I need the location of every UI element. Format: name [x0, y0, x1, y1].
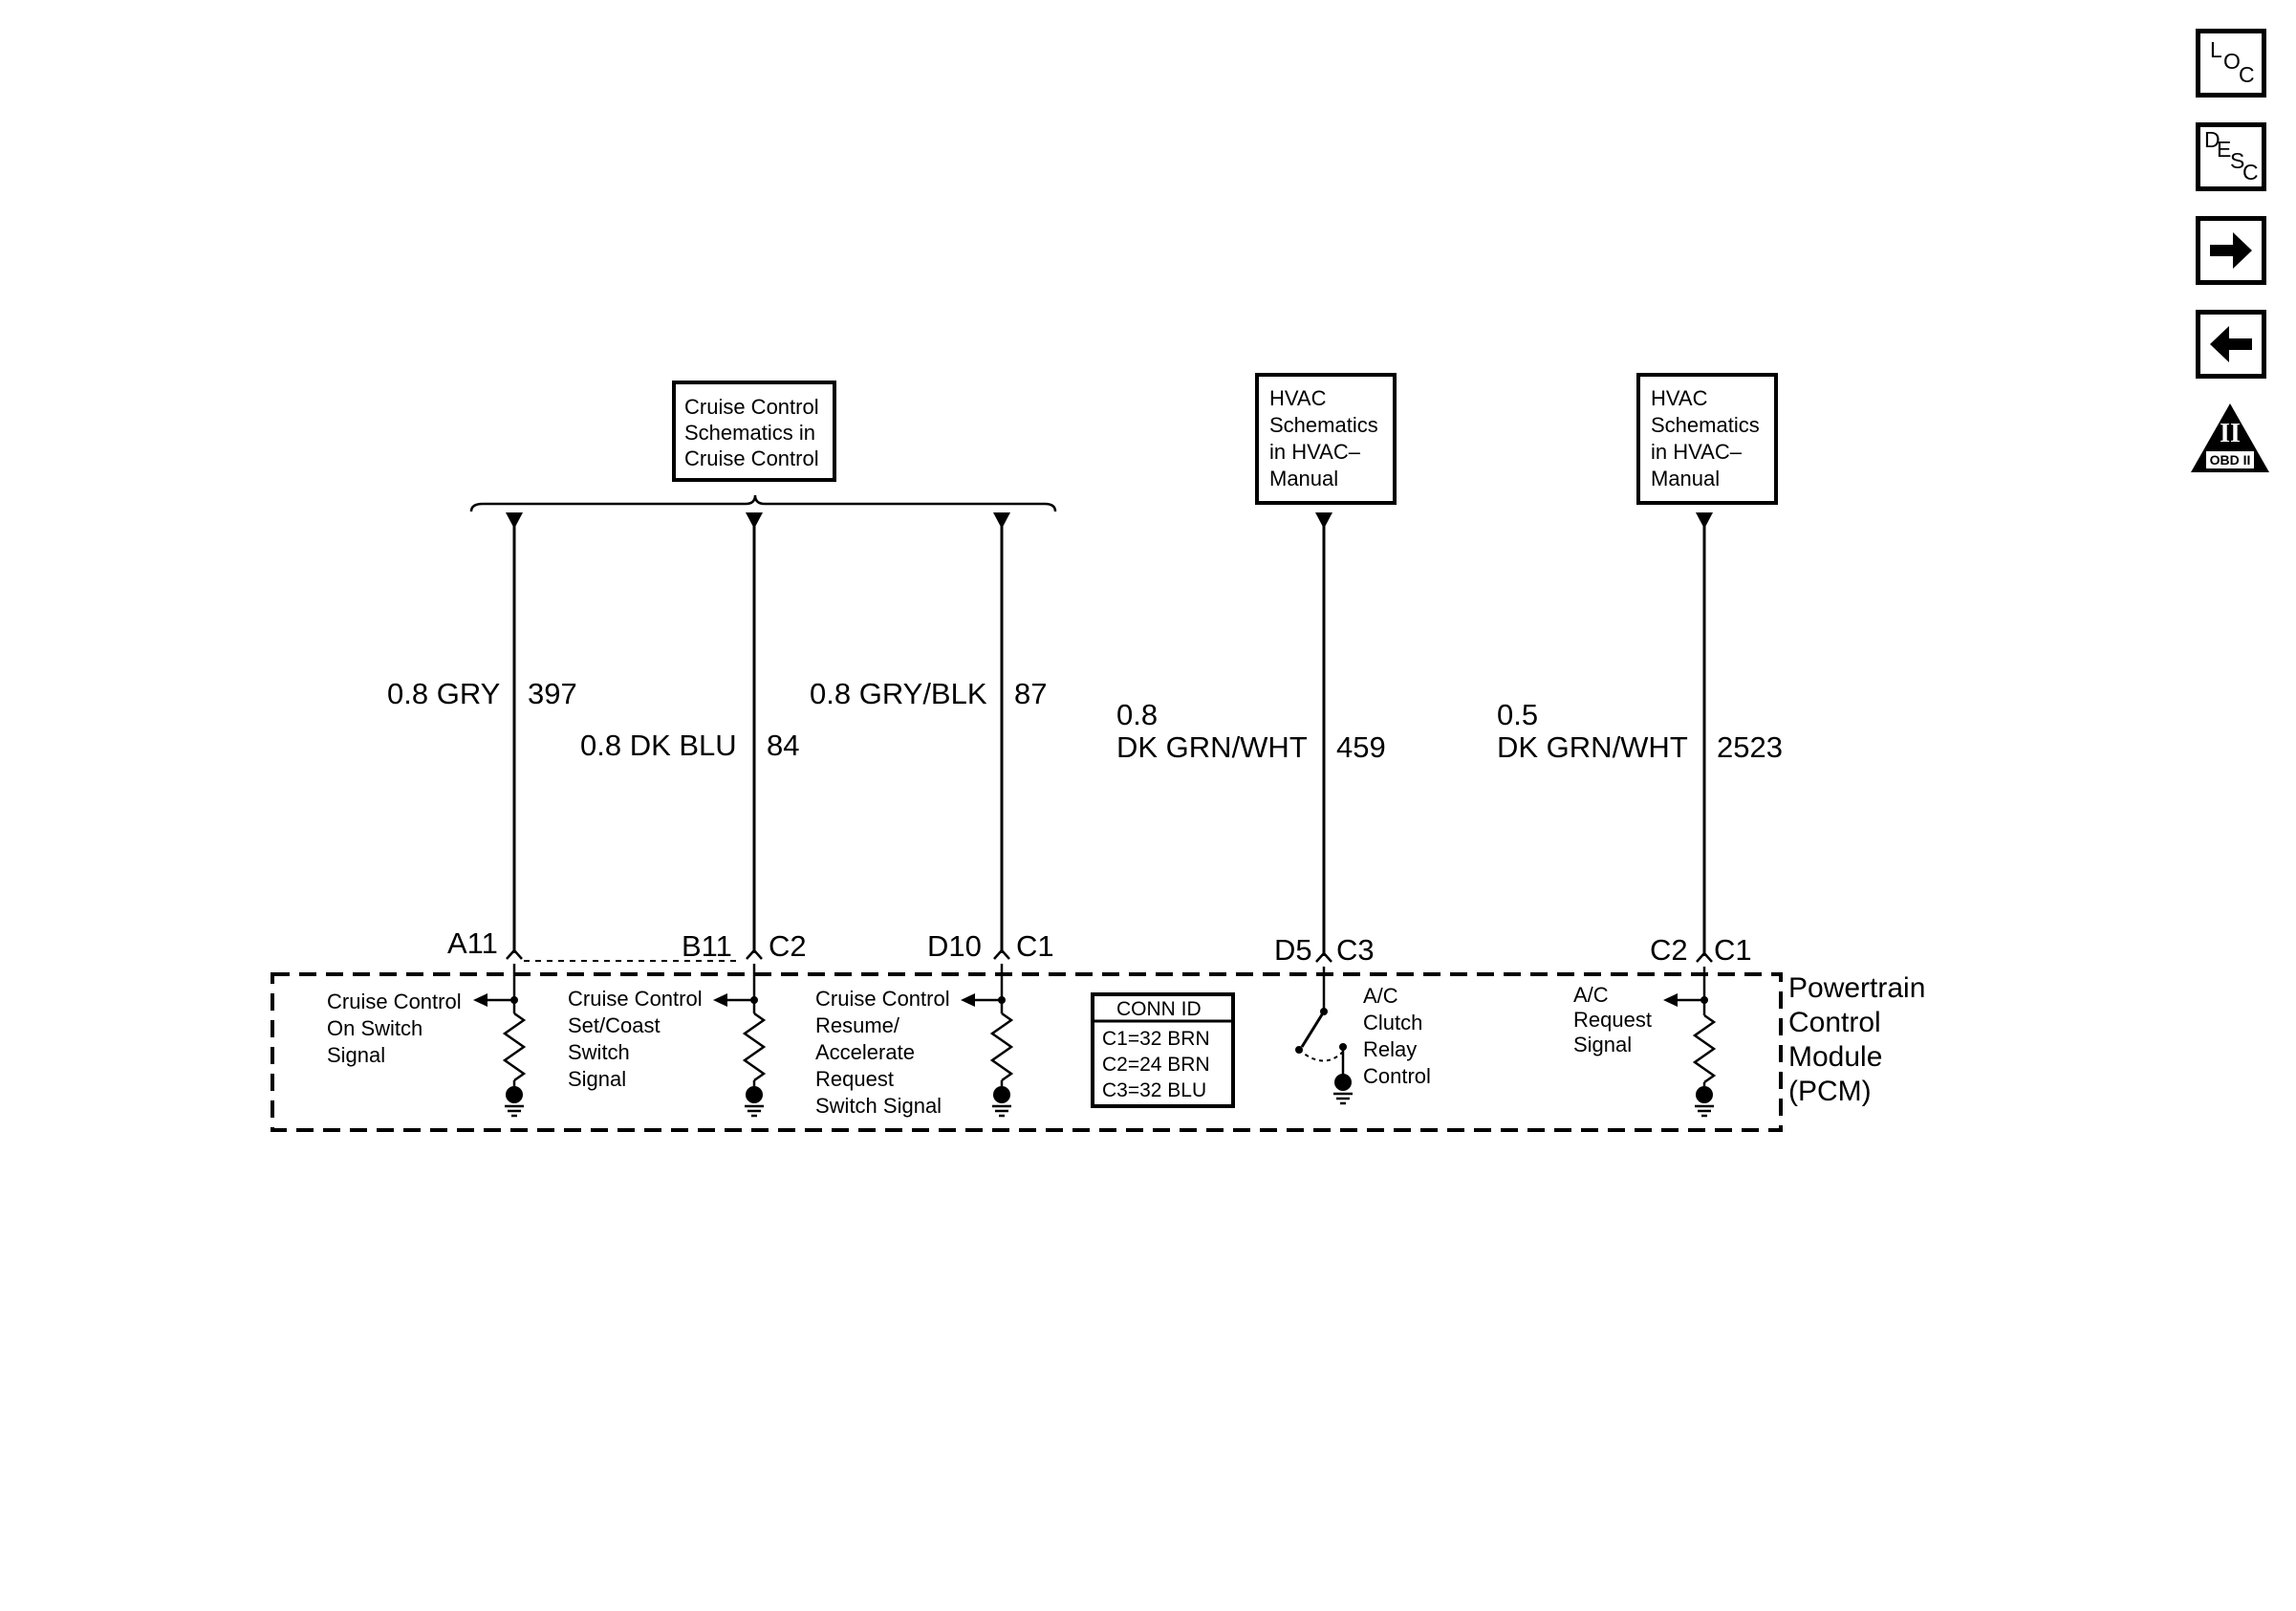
svg-text:C2=24 BRN: C2=24 BRN — [1102, 1054, 1210, 1076]
svg-text:Signal: Signal — [568, 1067, 626, 1091]
svg-text:DK GRN/WHT: DK GRN/WHT — [1116, 730, 1308, 764]
svg-text:Switch: Switch — [568, 1040, 630, 1064]
connector-id-table: CONN ID C1=32 BRN C2=24 BRN C3=32 BLU — [1091, 992, 1235, 1108]
svg-text:Control: Control — [1788, 1007, 1881, 1038]
svg-text:0.8: 0.8 — [1116, 698, 1158, 731]
svg-text:Schematics: Schematics — [1651, 413, 1760, 437]
obd-ii-button[interactable]: II OBD II — [2189, 402, 2271, 474]
signal-label-resume: Cruise Control Resume/ Accelerate Reques… — [815, 987, 950, 1118]
desc-letter-s: S — [2230, 148, 2245, 173]
svg-text:0.8 GRY: 0.8 GRY — [387, 677, 500, 710]
svg-text:Request: Request — [1573, 1008, 1652, 1032]
svg-text:0.5: 0.5 — [1497, 698, 1538, 731]
svg-text:A/C: A/C — [1573, 983, 1609, 1007]
pcm-circuit-ac-relay — [1295, 967, 1354, 1105]
wire-84: 0.8 DK BLU 84 B11 C2 — [580, 512, 807, 963]
svg-text:Signal: Signal — [327, 1043, 385, 1067]
svg-text:Module: Module — [1788, 1041, 1882, 1073]
svg-text:A11: A11 — [447, 926, 498, 960]
svg-text:Schematics: Schematics — [1269, 413, 1378, 437]
svg-text:397: 397 — [528, 677, 577, 710]
hvac-reference-box-2[interactable]: HVAC Schematics in HVAC– Manual — [1636, 373, 1778, 505]
desc-letter-c: C — [2242, 160, 2259, 185]
svg-text:Powertrain: Powertrain — [1788, 972, 1925, 1004]
pcm-circuit-cruise-on — [473, 964, 527, 1118]
loc-letter-l: L — [2210, 37, 2222, 62]
pcm-circuit-ac-request — [1663, 967, 1717, 1118]
loc-letter-o: O — [2223, 49, 2241, 74]
loc-letter-c: C — [2239, 62, 2255, 87]
svg-text:Set/Coast: Set/Coast — [568, 1013, 661, 1037]
pcm-circuit-resume — [961, 964, 1014, 1118]
right-arrow-icon — [2210, 232, 2252, 269]
pcm-circuit-set-coast — [713, 964, 767, 1118]
location-button[interactable]: L O C — [2196, 29, 2266, 98]
left-arrow-icon — [2210, 326, 2252, 362]
wire-397: 0.8 GRY 397 A11 — [387, 512, 577, 960]
svg-text:CONN ID: CONN ID — [1116, 998, 1202, 1020]
svg-text:Switch Signal: Switch Signal — [815, 1094, 942, 1118]
svg-text:C2: C2 — [1650, 933, 1688, 967]
svg-text:84: 84 — [767, 729, 799, 762]
wire-459: 0.8 DK GRN/WHT 459 D5 C3 — [1116, 512, 1386, 967]
svg-text:0.8 DK BLU: 0.8 DK BLU — [580, 729, 737, 762]
desc-letter-d: D — [2204, 127, 2220, 152]
svg-text:(PCM): (PCM) — [1788, 1076, 1872, 1107]
cruise-control-brace — [469, 494, 1057, 512]
obd-label: OBD II — [2206, 451, 2254, 468]
hvac-reference-box-1[interactable]: HVAC Schematics in HVAC– Manual — [1255, 373, 1397, 505]
svg-text:D5: D5 — [1274, 933, 1312, 967]
svg-text:Control: Control — [1363, 1064, 1431, 1088]
svg-text:Manual: Manual — [1269, 467, 1338, 490]
svg-text:A/C: A/C — [1363, 984, 1398, 1008]
svg-text:Manual: Manual — [1651, 467, 1720, 490]
svg-text:C1=32 BRN: C1=32 BRN — [1102, 1028, 1210, 1050]
svg-text:HVAC: HVAC — [1651, 386, 1708, 410]
svg-text:Cruise Control: Cruise Control — [684, 446, 819, 470]
svg-text:HVAC: HVAC — [1269, 386, 1327, 410]
svg-text:D10: D10 — [927, 929, 982, 963]
signal-label-set-coast: Cruise Control Set/Coast Switch Signal — [568, 987, 703, 1091]
desc-letter-e: E — [2217, 137, 2232, 162]
pcm-boundary — [271, 972, 1783, 1132]
svg-text:C3: C3 — [1336, 933, 1375, 967]
svg-text:Schematics in: Schematics in — [684, 421, 815, 445]
svg-text:in HVAC–: in HVAC– — [1651, 440, 1743, 464]
signal-label-cruise-on: Cruise Control On Switch Signal — [327, 990, 462, 1067]
signal-label-ac-request: A/C Request Signal — [1573, 983, 1652, 1056]
svg-text:On Switch: On Switch — [327, 1016, 422, 1040]
svg-text:Cruise Control: Cruise Control — [684, 395, 819, 419]
svg-text:C3=32 BLU: C3=32 BLU — [1102, 1079, 1206, 1101]
svg-text:C2: C2 — [769, 929, 807, 963]
obd-roman-numeral: II — [2220, 419, 2241, 448]
svg-text:Signal: Signal — [1573, 1033, 1632, 1056]
svg-text:0.8 GRY/BLK: 0.8 GRY/BLK — [810, 677, 987, 710]
svg-text:C1: C1 — [1714, 933, 1752, 967]
signal-label-ac-relay: A/C Clutch Relay Control — [1363, 984, 1431, 1088]
svg-text:Request: Request — [815, 1067, 894, 1091]
svg-text:Resume/: Resume/ — [815, 1013, 900, 1037]
module-name-label: Powertrain Control Module (PCM) — [1788, 972, 1925, 1107]
wire-2523: 0.5 DK GRN/WHT 2523 C2 C1 — [1497, 512, 1783, 967]
svg-text:C1: C1 — [1016, 929, 1054, 963]
svg-text:in HVAC–: in HVAC– — [1269, 440, 1361, 464]
back-button[interactable] — [2196, 310, 2266, 379]
cruise-control-reference-box[interactable]: Cruise Control Schematics in Cruise Cont… — [672, 381, 836, 482]
svg-text:87: 87 — [1014, 677, 1047, 710]
description-button[interactable]: D E S C — [2196, 122, 2266, 191]
svg-text:459: 459 — [1336, 730, 1386, 764]
wire-87: 0.8 GRY/BLK 87 D10 C1 — [810, 512, 1054, 963]
svg-text:2523: 2523 — [1717, 730, 1783, 764]
svg-text:Accelerate: Accelerate — [815, 1040, 915, 1064]
svg-text:DK GRN/WHT: DK GRN/WHT — [1497, 730, 1688, 764]
next-button[interactable] — [2196, 216, 2266, 285]
svg-text:Cruise Control: Cruise Control — [815, 987, 950, 1011]
svg-text:Clutch: Clutch — [1363, 1011, 1422, 1034]
svg-text:B11: B11 — [682, 929, 732, 963]
svg-text:Cruise Control: Cruise Control — [327, 990, 462, 1013]
svg-text:Cruise Control: Cruise Control — [568, 987, 703, 1011]
svg-text:Relay: Relay — [1363, 1037, 1417, 1061]
